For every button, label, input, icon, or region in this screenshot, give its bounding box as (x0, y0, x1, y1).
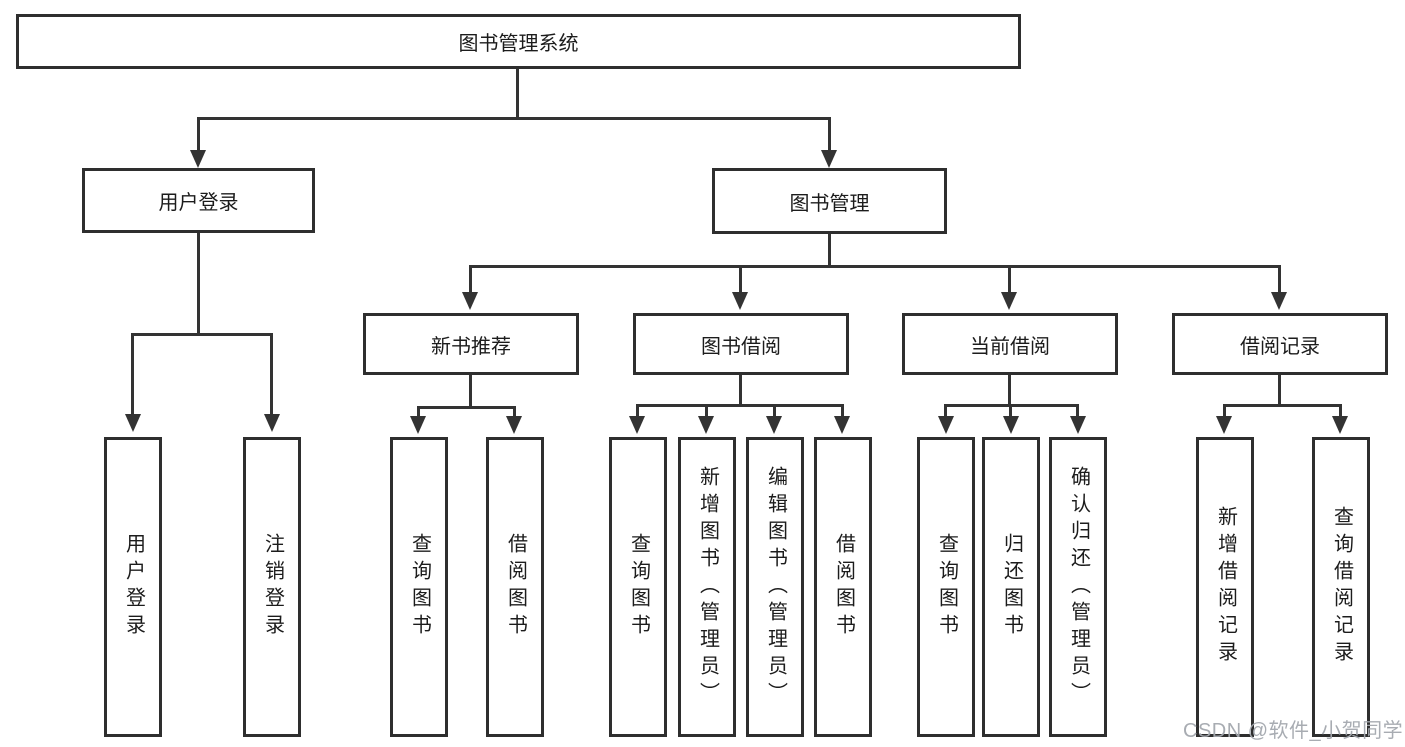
connector-stem-e2 (1339, 404, 1342, 418)
node-book-borrowing: 图书借阅 (633, 313, 849, 375)
csdn-watermark: CSDN @软件_小贺同学 (1183, 720, 1404, 742)
arrowhead-d1 (938, 416, 954, 434)
connector-stem-d1 (944, 404, 947, 418)
arrowhead-book-mgmt (821, 150, 837, 168)
connector-stem-current-borrow (1008, 265, 1011, 294)
leaf-label: 借阅图书 (504, 533, 527, 641)
connector-stem-book-borrow (739, 265, 742, 294)
connector-current-borrow-trunk (1008, 374, 1011, 407)
arrowhead-d3 (1070, 416, 1086, 434)
connector-new-book-rec-trunk (469, 374, 472, 409)
node-new-book-recommend: 新书推荐 (363, 313, 579, 375)
leaf-label: 查询图书 (935, 533, 958, 641)
node-root-library-system: 图书管理系统 (16, 14, 1021, 69)
leaf-borrow-books: 借阅图书 (814, 437, 872, 737)
leaf-label: 新增借阅记录 (1214, 506, 1237, 668)
connector-user-login-trunk (197, 232, 200, 336)
connector-level2-bar (197, 117, 831, 120)
leaf-label: 查询借阅记录 (1330, 506, 1353, 668)
leaf-logout: 注销登录 (243, 437, 301, 737)
leaf-query-books-borrow: 查询图书 (609, 437, 667, 737)
connector-stem-user-login (197, 117, 200, 151)
leaf-label: 查询图书 (408, 533, 431, 641)
arrowhead-b1 (410, 416, 426, 434)
node-label: 图书管理 (789, 192, 870, 215)
leaf-label: 注销登录 (261, 533, 284, 641)
connector-book-borrow-bar (636, 404, 844, 407)
leaf-edit-books-admin: 编辑图书（管理员） (746, 437, 804, 737)
connector-stem-new-book-rec (469, 265, 472, 294)
arrowhead-new-book-rec (462, 292, 478, 310)
arrowhead-book-borrow (732, 292, 748, 310)
connector-stem-c4 (841, 404, 844, 418)
leaf-query-books-rec: 查询图书 (390, 437, 448, 737)
connector-stem-c3 (773, 404, 776, 418)
connector-stem-d3 (1076, 404, 1079, 418)
leaf-label: 归还图书 (1000, 533, 1023, 641)
node-label: 新书推荐 (431, 335, 511, 358)
leaf-add-books-admin: 新增图书（管理员） (678, 437, 736, 737)
arrowhead-c3 (766, 416, 782, 434)
connector-stem-d2 (1009, 404, 1012, 418)
arrowhead-current-borrow (1001, 292, 1017, 310)
arrowhead-borrow-records (1271, 292, 1287, 310)
connector-level3-bar (469, 265, 1281, 268)
connector-new-book-rec-bar (417, 406, 516, 409)
arrowhead-b2 (506, 416, 522, 434)
arrowhead-user-login (190, 150, 206, 168)
node-current-borrowing: 当前借阅 (902, 313, 1118, 375)
connector-stem-c2 (705, 404, 708, 418)
arrowhead-leaf-logout (264, 414, 280, 432)
leaf-label: 查询图书 (627, 533, 650, 641)
arrowhead-leaf-login (125, 414, 141, 432)
node-label: 当前借阅 (970, 335, 1050, 358)
connector-stem-borrow-records (1278, 265, 1281, 294)
leaf-borrow-books-rec: 借阅图书 (486, 437, 544, 737)
leaf-confirm-return-admin: 确认归还（管理员） (1049, 437, 1107, 737)
leaf-label: 用户登录 (122, 533, 145, 641)
connector-stem-b1 (417, 406, 420, 418)
leaf-query-borrow-record: 查询借阅记录 (1312, 437, 1370, 737)
arrowhead-d2 (1003, 416, 1019, 434)
node-label: 图书管理系统 (458, 33, 579, 55)
arrowhead-c2 (698, 416, 714, 434)
arrowhead-e2 (1332, 416, 1348, 434)
arrowhead-c4 (834, 416, 850, 434)
connector-user-login-bar (131, 333, 273, 336)
leaf-user-login: 用户登录 (104, 437, 162, 737)
connector-stem-c1 (636, 404, 639, 418)
connector-borrow-records-bar (1223, 404, 1342, 407)
node-label: 图书借阅 (701, 335, 781, 358)
leaf-label: 借阅图书 (832, 533, 855, 641)
node-borrowing-records: 借阅记录 (1172, 313, 1388, 375)
connector-book-mgmt-trunk (828, 234, 831, 268)
connector-stem-e1 (1223, 404, 1226, 418)
node-label: 借阅记录 (1240, 335, 1320, 358)
connector-stem-book-mgmt (828, 117, 831, 151)
connector-stem-b2 (513, 406, 516, 418)
leaf-label: 新增图书（管理员） (696, 465, 719, 709)
arrowhead-e1 (1216, 416, 1232, 434)
connector-book-borrow-trunk (739, 374, 742, 407)
leaf-return-books: 归还图书 (982, 437, 1040, 737)
connector-stem-leaf-login (131, 333, 134, 416)
connector-stem-leaf-logout (270, 333, 273, 416)
leaf-query-books-current: 查询图书 (917, 437, 975, 737)
connector-borrow-records-trunk (1278, 374, 1281, 407)
arrowhead-c1 (629, 416, 645, 434)
node-label: 用户登录 (158, 192, 239, 214)
node-book-management: 图书管理 (712, 168, 947, 234)
connector-root-trunk (516, 67, 519, 120)
node-user-login: 用户登录 (82, 168, 315, 233)
leaf-label: 编辑图书（管理员） (764, 465, 787, 709)
leaf-add-borrow-record: 新增借阅记录 (1196, 437, 1254, 737)
leaf-label: 确认归还（管理员） (1067, 465, 1090, 709)
